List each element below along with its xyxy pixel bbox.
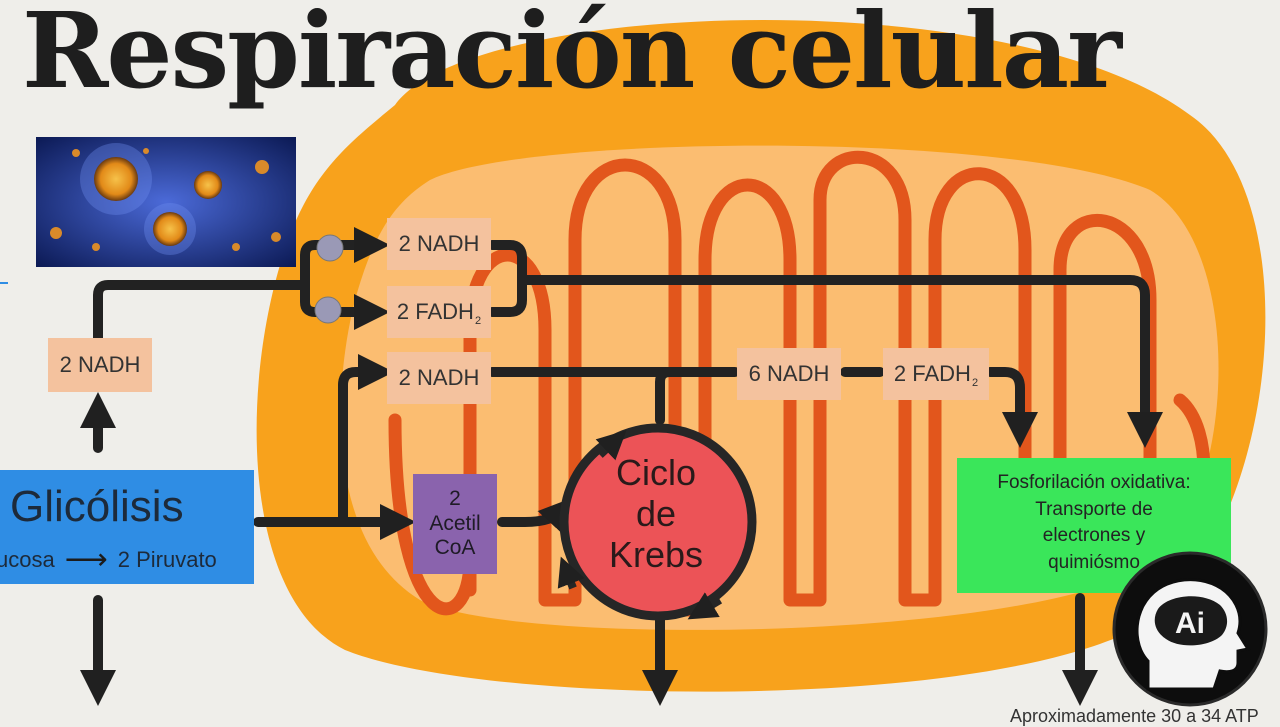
- glicolisis-to: 2 Piruvato: [117, 546, 217, 572]
- krebs-arrow-1: [595, 430, 627, 461]
- arrow-split-top: [300, 227, 390, 290]
- arrow-fadh-to-fosforilacion: [985, 367, 1038, 448]
- krebs-arrow-3: [557, 556, 585, 590]
- fosforilacion-line-3: electrones y: [1042, 525, 1146, 547]
- nadh-box-krebs: 6 NADH: [737, 348, 841, 400]
- splitter-node-top: [316, 234, 344, 262]
- fosforilacion-line-2: Transporte de: [1035, 498, 1153, 520]
- ai-logo-text: Ai: [1175, 607, 1205, 640]
- nadh-box-mid: 2 NADH: [387, 352, 491, 404]
- arrow-branch-nadh-mid: [338, 354, 394, 527]
- acetil-label: Acetil: [429, 511, 481, 535]
- left-edge-mark: [0, 282, 8, 284]
- splitter-node-bottom: [314, 296, 342, 324]
- arrow-nadh-to-splitter: [93, 280, 310, 345]
- glicolisis-box: Glicólisis ucosa ⟶ 2 Piruvato: [0, 470, 254, 584]
- glicolisis-from: ucosa: [0, 546, 55, 572]
- atp-total-label: Aproximadamente 30 a 34 ATP: [1010, 706, 1259, 726]
- ai-logo: Ai: [1110, 549, 1270, 709]
- arrow-fadh-join: [487, 275, 527, 317]
- acetil-coa-box: 2 Acetil CoA: [413, 474, 497, 574]
- krebs-circle: [559, 423, 757, 621]
- coa-label: CoA: [434, 536, 476, 560]
- cells-photo: [36, 137, 296, 267]
- glicolisis-reaction: ucosa ⟶ 2 Piruvato: [0, 542, 217, 577]
- fosforilacion-line-1: Fosforilación oxidativa:: [997, 472, 1191, 493]
- fosforilacion-line-4: quimiósmo: [1048, 551, 1140, 573]
- nadh-box-top: 2 NADH: [387, 218, 491, 270]
- page-title: Respiración celular: [22, 0, 1122, 112]
- arrow-krebs-up: [655, 367, 675, 425]
- acetil-count: 2: [449, 486, 461, 510]
- krebs-label: Ciclo de Krebs: [608, 452, 704, 576]
- nadh-box-left: 2 NADH: [48, 338, 152, 392]
- krebs-arrow-2: [687, 592, 723, 620]
- arrow-right-icon: ⟶: [64, 543, 108, 576]
- glicolisis-title: Glicólisis: [10, 482, 184, 531]
